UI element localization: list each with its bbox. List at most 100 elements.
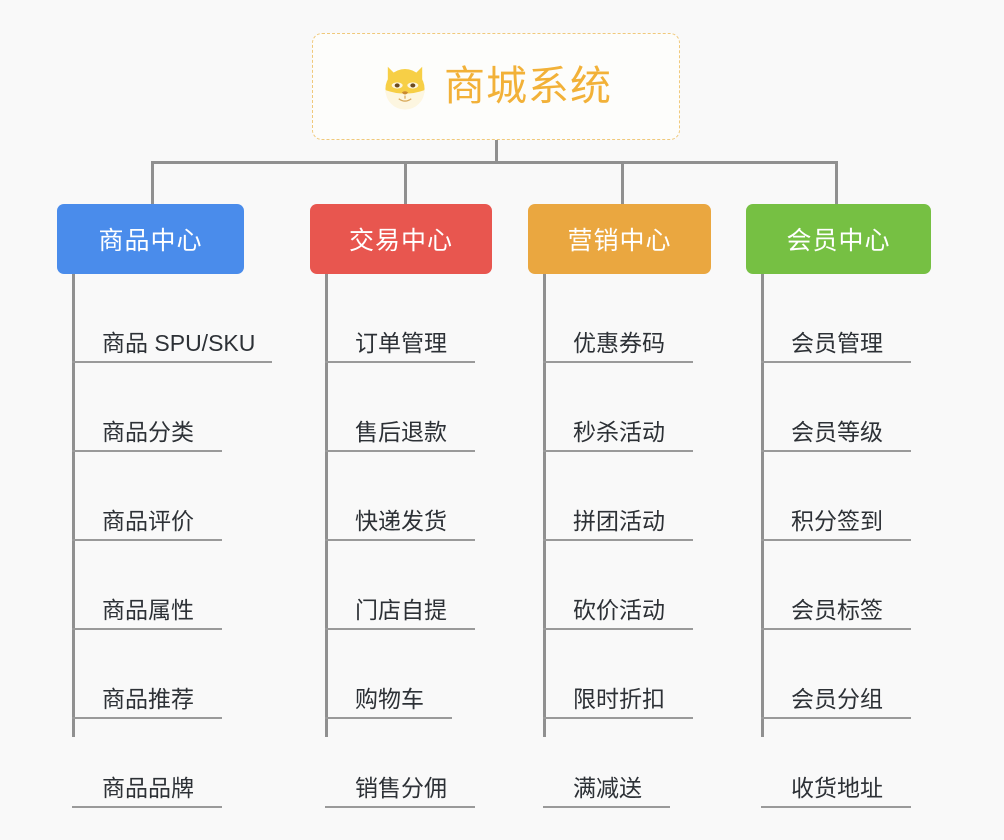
leaf-underline	[761, 539, 911, 541]
category-column-1: 商品中心 商品 SPU/SKU 商品分类 商品评价 商品属性 商品推荐	[57, 204, 287, 808]
list-item[interactable]: 商品品牌	[72, 719, 282, 808]
list-item[interactable]: 满减送	[543, 719, 753, 808]
list-item[interactable]: 商品 SPU/SKU	[72, 274, 282, 363]
leaf-underline	[325, 628, 475, 630]
list-item[interactable]: 售后退款	[325, 363, 535, 452]
column-spine-3	[543, 274, 546, 737]
list-item[interactable]: 砍价活动	[543, 541, 753, 630]
list-item[interactable]: 商品属性	[72, 541, 282, 630]
leaf-underline	[761, 450, 911, 452]
leaf-label: 秒杀活动	[573, 419, 665, 445]
category-column-2: 交易中心 订单管理 售后退款 快递发货 门店自提 购物车	[310, 204, 540, 808]
leaf-underline	[543, 628, 693, 630]
list-item[interactable]: 购物车	[325, 630, 535, 719]
list-item[interactable]: 门店自提	[325, 541, 535, 630]
leaf-label: 优惠券码	[573, 330, 665, 356]
leaf-underline	[72, 806, 222, 808]
shiba-dog-face-icon	[385, 66, 425, 110]
list-item[interactable]: 秒杀活动	[543, 363, 753, 452]
list-item[interactable]: 订单管理	[325, 274, 535, 363]
category-column-4: 会员中心 会员管理 会员等级 积分签到 会员标签 会员分组	[746, 204, 976, 808]
root-node[interactable]: 商城系统	[312, 33, 680, 140]
leaf-underline	[761, 806, 911, 808]
category-box-2[interactable]: 交易中心	[310, 204, 492, 274]
leaf-label: 会员管理	[791, 330, 883, 356]
leaf-underline	[325, 717, 452, 719]
leaf-underline	[72, 717, 222, 719]
leaf-label: 满减送	[573, 775, 642, 801]
category-column-3: 营销中心 优惠券码 秒杀活动 拼团活动 砍价活动 限时折扣	[528, 204, 758, 808]
category-box-1[interactable]: 商品中心	[57, 204, 244, 274]
leaf-label: 积分签到	[791, 508, 883, 534]
column-spine-1	[72, 274, 75, 737]
leaf-label: 订单管理	[355, 330, 447, 356]
branch-drop-line-1	[151, 161, 154, 204]
leaf-label: 门店自提	[355, 597, 447, 623]
leaf-label: 商品属性	[102, 597, 194, 623]
leaf-label: 购物车	[355, 686, 424, 712]
category-label-2: 交易中心	[348, 227, 453, 255]
list-item[interactable]: 收货地址	[761, 719, 971, 808]
branch-drop-line-4	[835, 161, 838, 204]
leaf-list-3: 优惠券码 秒杀活动 拼团活动 砍价活动 限时折扣 满减送	[543, 274, 753, 808]
category-label-1: 商品中心	[98, 227, 203, 255]
leaf-underline	[72, 539, 222, 541]
branch-drop-line-2	[404, 161, 407, 204]
leaf-underline	[325, 806, 475, 808]
category-box-4[interactable]: 会员中心	[746, 204, 931, 274]
leaf-underline	[543, 539, 693, 541]
leaf-underline	[761, 628, 911, 630]
leaf-label: 会员分组	[791, 686, 883, 712]
list-item[interactable]: 商品推荐	[72, 630, 282, 719]
leaf-label: 商品 SPU/SKU	[102, 330, 256, 356]
leaf-label: 售后退款	[355, 419, 447, 445]
leaf-underline	[72, 628, 222, 630]
leaf-label: 商品推荐	[102, 686, 194, 712]
leaf-underline	[543, 717, 693, 719]
list-item[interactable]: 优惠券码	[543, 274, 753, 363]
list-item[interactable]: 商品评价	[72, 452, 282, 541]
leaf-label: 商品品牌	[102, 775, 194, 801]
list-item[interactable]: 商品分类	[72, 363, 282, 452]
column-spine-4	[761, 274, 764, 737]
leaf-label: 商品评价	[102, 508, 194, 534]
category-box-3[interactable]: 营销中心	[528, 204, 711, 274]
leaf-underline	[761, 361, 911, 363]
leaf-underline	[325, 361, 475, 363]
branch-drop-line-3	[621, 161, 624, 204]
list-item[interactable]: 快递发货	[325, 452, 535, 541]
list-item[interactable]: 积分签到	[761, 452, 971, 541]
list-item[interactable]: 会员标签	[761, 541, 971, 630]
leaf-label: 会员等级	[791, 419, 883, 445]
leaf-underline	[72, 361, 272, 363]
list-item[interactable]: 会员管理	[761, 274, 971, 363]
leaf-label: 限时折扣	[573, 686, 665, 712]
root-stem-line	[495, 140, 498, 164]
category-label-4: 会员中心	[786, 227, 891, 255]
category-label-3: 营销中心	[567, 227, 672, 255]
list-item[interactable]: 会员分组	[761, 630, 971, 719]
leaf-underline	[543, 361, 693, 363]
leaf-label: 砍价活动	[573, 597, 665, 623]
leaf-label: 销售分佣	[355, 775, 447, 801]
leaf-underline	[543, 450, 693, 452]
leaf-label: 会员标签	[791, 597, 883, 623]
leaf-label: 收货地址	[791, 775, 883, 801]
leaf-list-2: 订单管理 售后退款 快递发货 门店自提 购物车 销售分佣	[325, 274, 535, 808]
leaf-underline	[325, 450, 475, 452]
list-item[interactable]: 会员等级	[761, 363, 971, 452]
leaf-list-4: 会员管理 会员等级 积分签到 会员标签 会员分组 收货地址	[761, 274, 971, 808]
leaf-underline	[72, 450, 222, 452]
list-item[interactable]: 拼团活动	[543, 452, 753, 541]
column-spine-2	[325, 274, 328, 737]
leaf-label: 商品分类	[102, 419, 194, 445]
root-title: 商城系统	[444, 63, 612, 109]
leaf-underline	[761, 717, 911, 719]
branch-bus-line	[151, 161, 838, 164]
list-item[interactable]: 销售分佣	[325, 719, 535, 808]
leaf-label: 拼团活动	[573, 508, 665, 534]
list-item[interactable]: 限时折扣	[543, 630, 753, 719]
leaf-label: 快递发货	[355, 508, 447, 534]
leaf-underline	[325, 539, 475, 541]
